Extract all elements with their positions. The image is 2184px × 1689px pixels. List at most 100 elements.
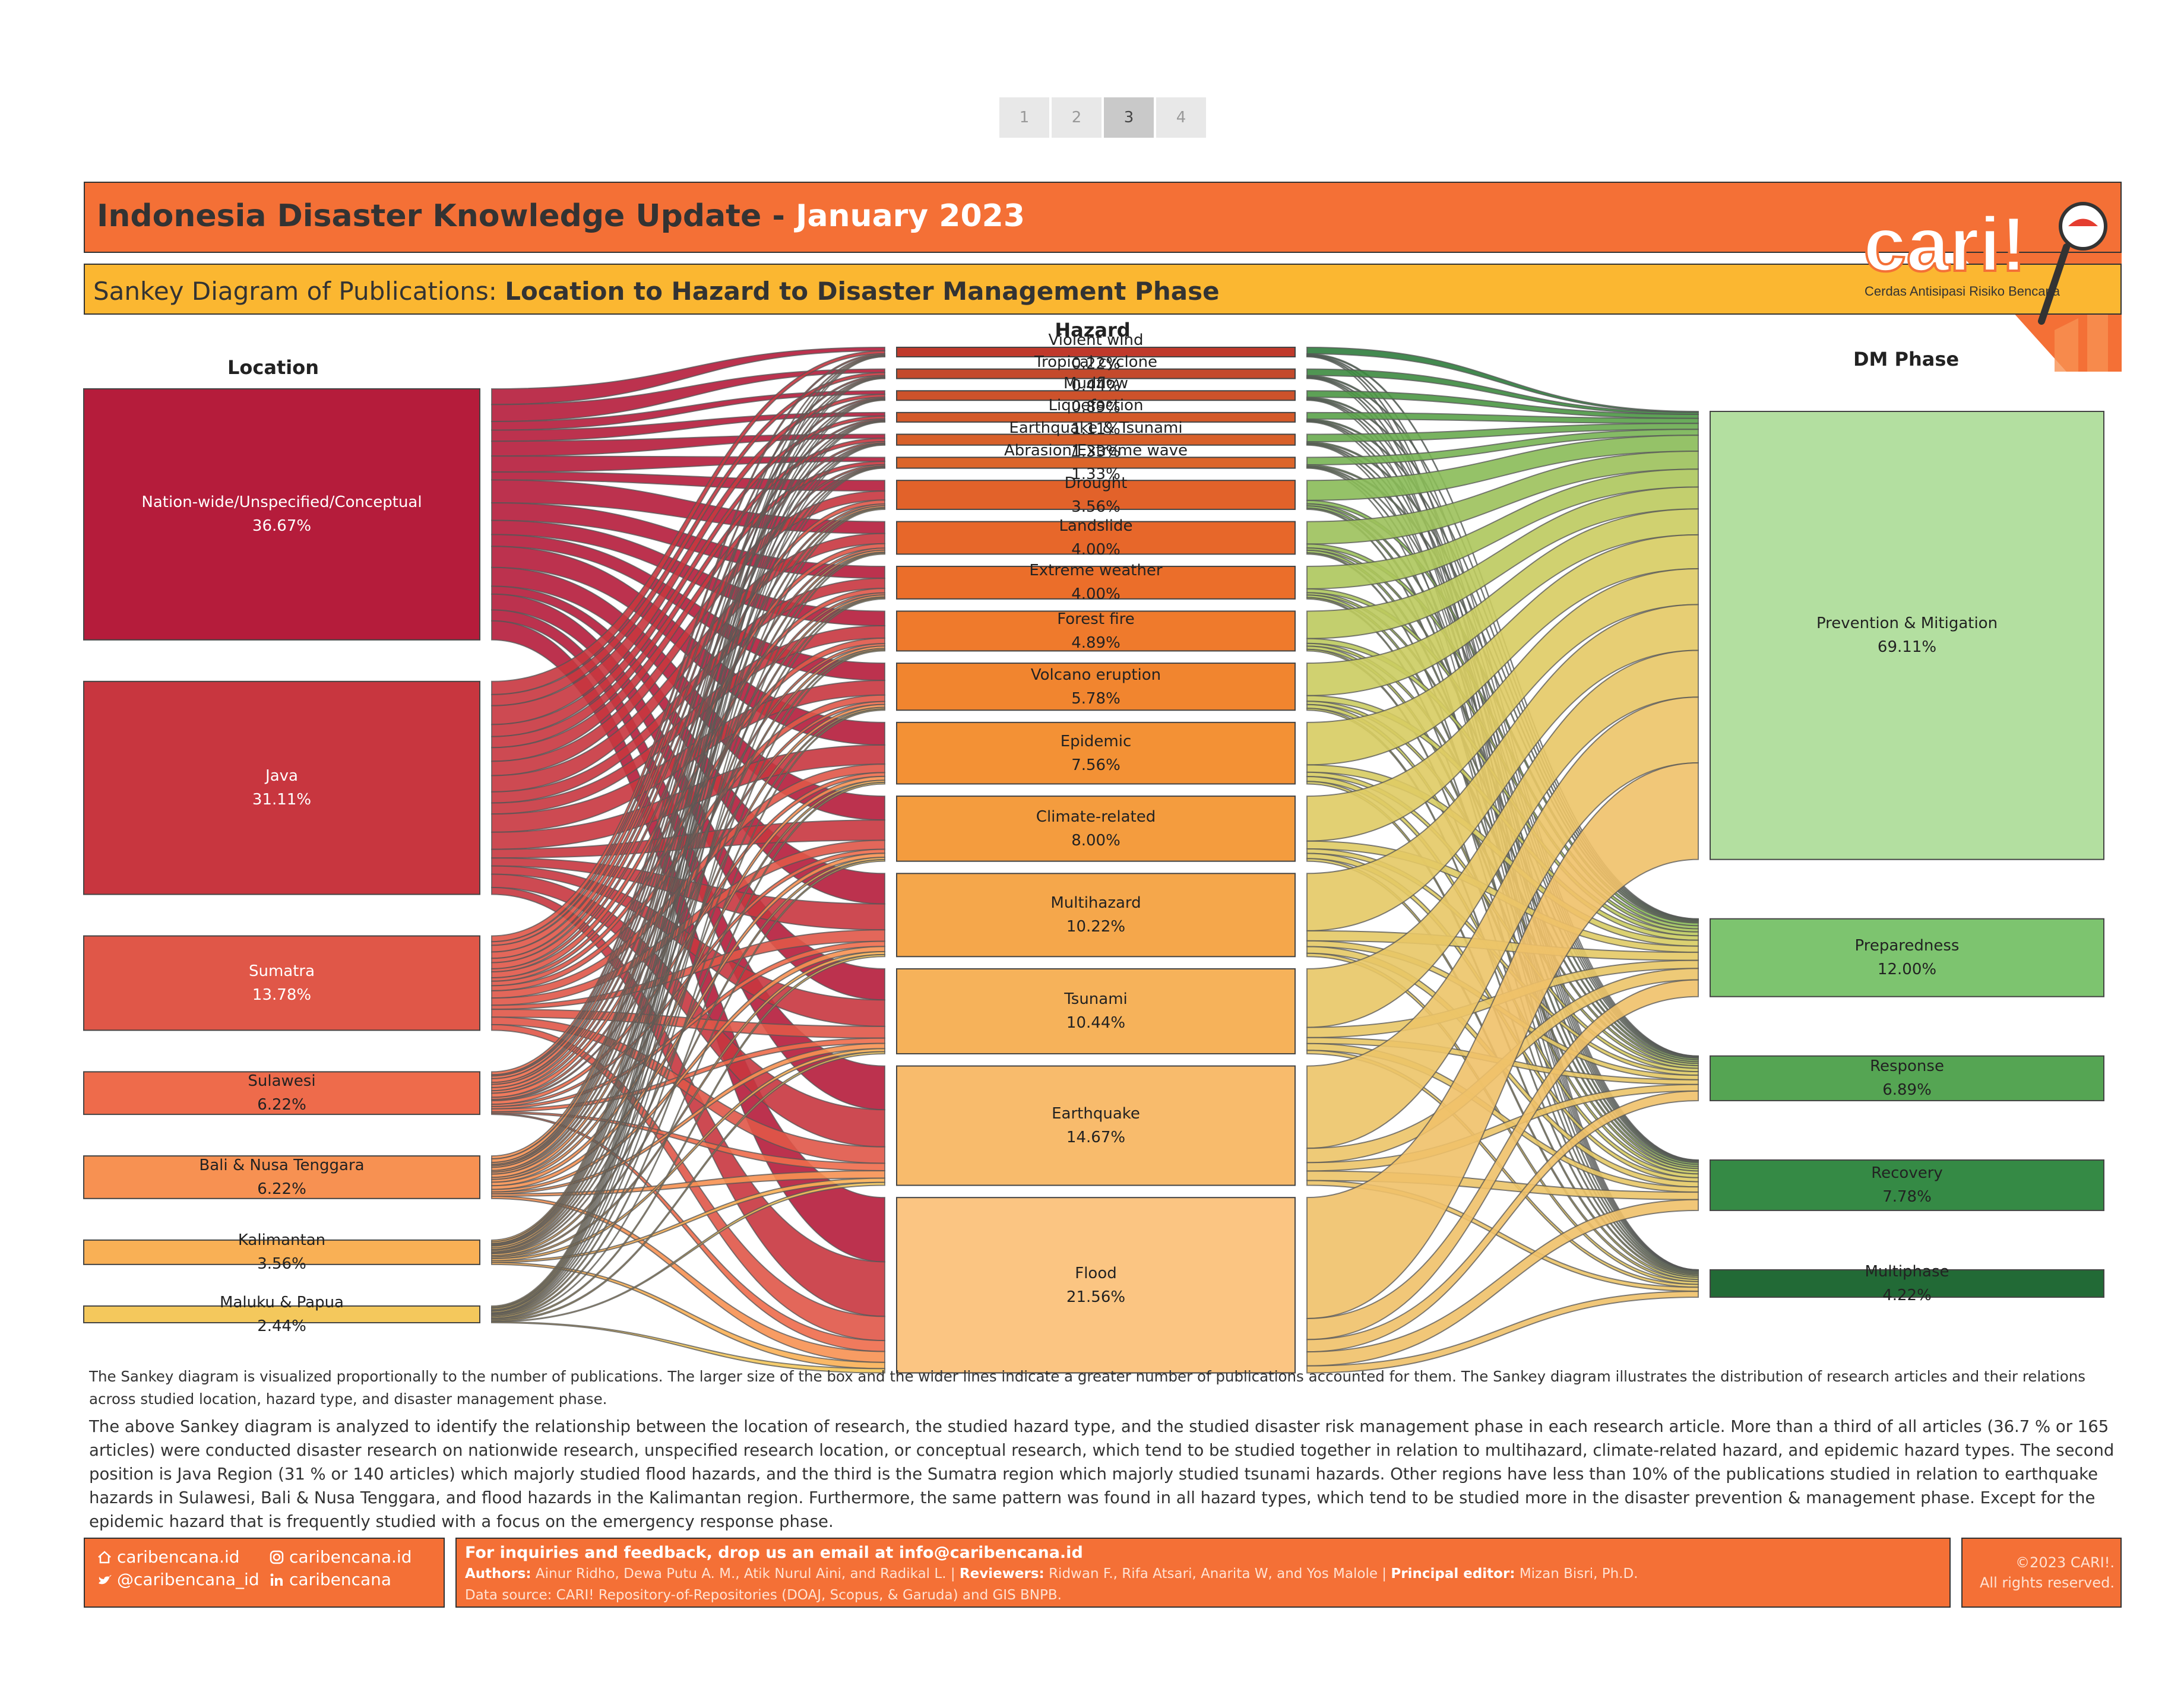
hazard-label-liquefaction: Liquefaction 1.11% xyxy=(897,394,1295,441)
link-maluku-papua-to-climate-related xyxy=(491,858,885,1320)
link-tsunami-to-recovery xyxy=(1306,1042,1699,1193)
analysis-paragraph: The above Sankey diagram is analyzed to … xyxy=(89,1417,2115,1531)
instagram-link[interactable]: caribencana.id xyxy=(269,1547,412,1567)
hazard-node-flood xyxy=(896,1197,1296,1374)
hazard-node-liquefaction xyxy=(896,411,1296,423)
instagram-icon xyxy=(270,1550,284,1564)
hazard-percent: 1.33% xyxy=(1071,465,1121,484)
phase-name: Response xyxy=(1870,1057,1944,1076)
page-title-date: January 2023 xyxy=(796,198,1025,234)
link-maluku-papua-to-mudflow xyxy=(491,399,885,1311)
link-maluku-papua-to-abrasion-extreme-wave xyxy=(491,467,885,1314)
hazard-percent: 1.11% xyxy=(1071,420,1121,438)
editor-label: Principal editor: xyxy=(1391,1566,1515,1582)
website-link[interactable]: caribencana.id xyxy=(97,1547,240,1567)
rights-text: All rights reserved. xyxy=(1980,1574,2115,1591)
hazard-percent: 21.56% xyxy=(1066,1288,1126,1306)
link-maluku-papua-to-epidemic xyxy=(491,781,885,1319)
link-maluku-papua-to-landslide xyxy=(491,553,885,1315)
location-name: Kalimantan xyxy=(238,1231,326,1250)
page-title-text: Indonesia Disaster Knowledge Update - xyxy=(97,198,796,234)
hazard-label-flood: Flood 21.56% xyxy=(897,1262,1295,1309)
linkedin-text: caribencana xyxy=(289,1570,392,1589)
link-maluku-papua-to-forest-fire xyxy=(491,649,885,1317)
diagram-title-prefix: Sankey Diagram of Publications: xyxy=(93,277,505,306)
hazard-node-earthquake-tsunami xyxy=(896,433,1296,446)
phase-percent: 4.22% xyxy=(1882,1286,1932,1304)
hazard-percent: 0.89% xyxy=(1071,398,1121,417)
footer-social-box: caribencana.id @caribencana_id caribenca… xyxy=(84,1538,445,1608)
twitter-link[interactable]: @caribencana_id xyxy=(97,1570,259,1589)
link-maluku-papua-to-multihazard xyxy=(491,953,885,1321)
link-maluku-papua-to-liquefaction xyxy=(491,421,885,1311)
page-button-4[interactable]: 4 xyxy=(1156,97,1206,138)
hazard-percent: 4.00% xyxy=(1071,540,1121,559)
location-node-maluku-papua xyxy=(83,1305,480,1323)
copyright-text: ©2023 CARI!. xyxy=(2015,1554,2115,1571)
hazard-percent: 4.89% xyxy=(1071,633,1121,652)
hazard-node-extreme-weather xyxy=(896,566,1296,600)
website-text: caribencana.id xyxy=(117,1547,240,1567)
footer-copyright-box: ©2023 CARI!. All rights reserved. xyxy=(1961,1538,2122,1608)
hazard-node-drought xyxy=(896,480,1296,510)
location-column-title: Location xyxy=(227,356,319,379)
twitter-icon xyxy=(99,1574,112,1584)
phase-name: Preparedness xyxy=(1854,937,1960,955)
phase-percent: 7.78% xyxy=(1882,1188,1932,1206)
phase-node-response xyxy=(1710,1055,2104,1101)
hazard-name: Mudflow xyxy=(1063,375,1128,393)
link-flood-to-multiphase xyxy=(1306,1291,1699,1374)
hazard-node-mudflow xyxy=(896,390,1296,401)
hazard-percent: 10.22% xyxy=(1066,918,1126,936)
page-button-2[interactable]: 2 xyxy=(1052,97,1102,138)
page-title: Indonesia Disaster Knowledge Update - Ja… xyxy=(97,198,1025,234)
home-icon xyxy=(98,1550,111,1563)
link-flood-to-preparedness xyxy=(1306,979,1699,1341)
phase-name: Prevention & Mitigation xyxy=(1816,614,1998,633)
instagram-text: caribencana.id xyxy=(289,1547,412,1567)
hazard-name: Volcano eruption xyxy=(1030,666,1161,684)
logo-tagline: Cerdas Antisipasi Risiko Bencana xyxy=(1865,284,2060,299)
twitter-text: @caribencana_id xyxy=(117,1570,259,1589)
hazard-name: Tropical cyclone xyxy=(1034,353,1158,371)
hazard-name: Liquefaction xyxy=(1048,396,1144,414)
hazard-node-multihazard xyxy=(896,873,1296,958)
page-button-3[interactable]: 3 xyxy=(1104,97,1154,138)
location-node-java xyxy=(83,680,480,895)
hazard-name: Tsunami xyxy=(1064,990,1128,1009)
hazard-node-climate-related xyxy=(896,796,1296,862)
link-tropical-cyclone-to-prevention-mitigation xyxy=(1306,368,1699,415)
hazard-percent: 7.56% xyxy=(1071,756,1121,774)
linkedin-link[interactable]: caribencana xyxy=(269,1570,391,1589)
phase-percent: 69.11% xyxy=(1877,638,1937,657)
hazard-percent: 4.00% xyxy=(1071,585,1121,604)
location-node-kalimantan xyxy=(83,1239,480,1265)
hazard-name: Flood xyxy=(1075,1264,1117,1282)
hazard-percent: 0.22% xyxy=(1071,355,1121,373)
hazard-node-earthquake xyxy=(896,1065,1296,1186)
location-node-bali-nusa-tenggara xyxy=(83,1155,480,1199)
location-node-sulawesi xyxy=(83,1071,480,1116)
location-percent: 13.78% xyxy=(252,985,312,1004)
hazard-percent: 1.33% xyxy=(1071,442,1121,461)
header-banner: Indonesia Disaster Knowledge Update - Ja… xyxy=(84,182,2122,253)
page-button-1[interactable]: 1 xyxy=(999,97,1049,138)
location-name: Maluku & Papua xyxy=(220,1293,344,1311)
data-source-text: Data source: CARI! Repository-of-Reposit… xyxy=(465,1587,1062,1603)
link-maluku-papua-to-earthquake xyxy=(491,1181,885,1323)
hazard-name: Abrasion/Extreme wave xyxy=(1004,442,1188,460)
authors-label: Authors: xyxy=(465,1566,531,1582)
location-name: Bali & Nusa Tenggara xyxy=(199,1156,365,1174)
